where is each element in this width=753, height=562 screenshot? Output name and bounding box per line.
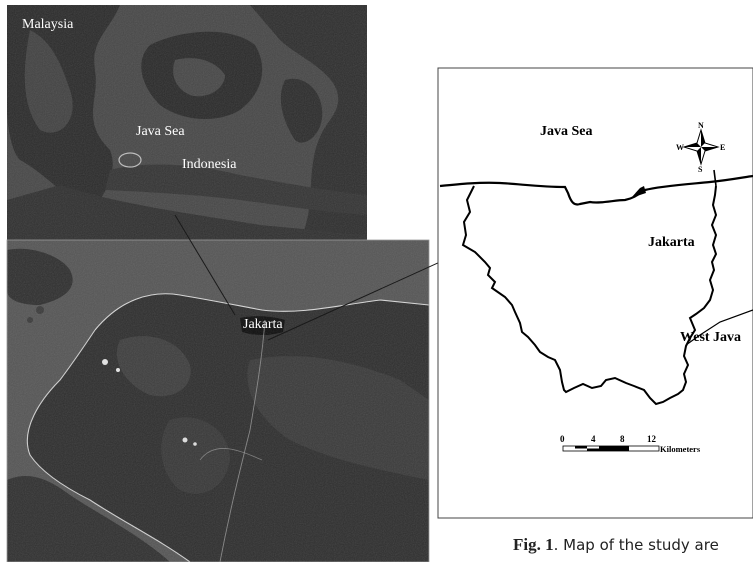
scale-unit: Kilometers xyxy=(660,444,701,454)
label-west-java: West Java xyxy=(680,330,741,345)
north-arrow-icon: N S E W xyxy=(676,121,725,174)
label-indonesia: Indonesia xyxy=(182,157,237,172)
label-java-sea-map: Java Sea xyxy=(540,124,593,139)
study-area-ellipse xyxy=(118,152,142,168)
scale-tick-0: 0 xyxy=(560,434,565,444)
compass-s: S xyxy=(698,165,703,174)
jakarta-boundary xyxy=(461,185,718,406)
scale-tick-12: 12 xyxy=(647,434,657,444)
scale-bar: 0 4 8 12 Kilometers xyxy=(560,434,701,454)
figure-caption: Fig. 1. Map of the study are xyxy=(513,535,753,559)
compass-e: E xyxy=(720,143,725,152)
coastline xyxy=(439,174,753,206)
port-area xyxy=(631,186,646,198)
compass-n: N xyxy=(698,121,704,130)
scale-tick-8: 8 xyxy=(620,434,625,444)
zoom-panel-border xyxy=(6,239,430,562)
satellite-zoom-panel xyxy=(7,240,429,562)
connector-line-zoom xyxy=(174,214,236,316)
label-java-sea-satellite: Java Sea xyxy=(136,124,185,139)
compass-w: W xyxy=(676,143,684,152)
label-malaysia: Malaysia xyxy=(22,17,74,32)
scale-tick-4: 4 xyxy=(591,434,596,444)
label-jakarta-map: Jakarta xyxy=(648,235,695,250)
caption-text: . Map of the study are xyxy=(553,536,719,554)
caption-figure-number: Fig. 1 xyxy=(513,535,554,554)
connector-arrow-study-map xyxy=(267,251,463,341)
label-jakarta-satellite: Jakarta xyxy=(243,317,283,332)
satellite-overview-panel xyxy=(7,5,367,245)
